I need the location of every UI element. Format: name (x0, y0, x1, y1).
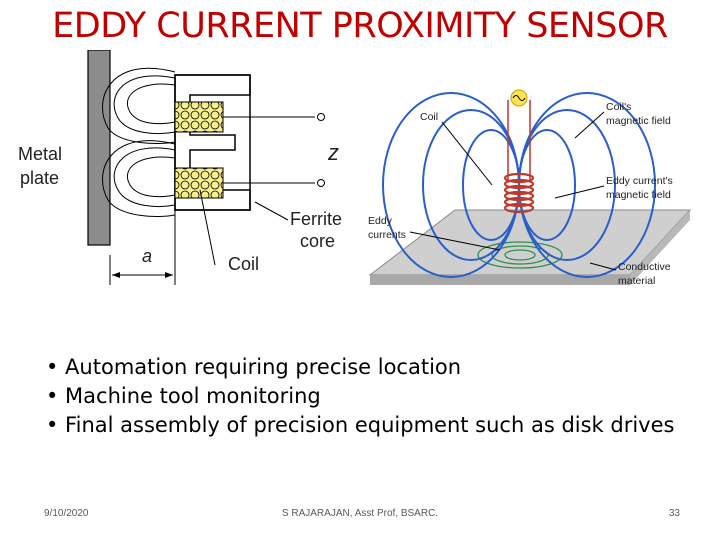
label-a: a (142, 246, 152, 266)
metal-plate (87, 49, 111, 246)
coil-turn (503, 196, 535, 208)
svg-text:currents: currents (368, 229, 406, 241)
svg-text:Coil: Coil (420, 111, 438, 123)
bullet-item: • Final assembly of precision equipment … (46, 413, 675, 437)
bullet-list: • Automation requiring precise location … (46, 353, 686, 440)
label-coil: Coil (228, 254, 259, 274)
coil-windings (503, 172, 535, 214)
coil-turn (503, 184, 535, 196)
bullet-item: • Machine tool monitoring (46, 384, 321, 408)
footer-date: 9/10/2020 (44, 508, 89, 519)
label-z: z (327, 140, 339, 165)
coil-turn (503, 202, 535, 214)
footer-page-number: 33 (668, 508, 680, 519)
footer-author: S RAJARAJAN, Asst Prof, BSARC. (281, 508, 439, 519)
coil-turn (503, 190, 535, 202)
sensor-schematic-figure: Metal plate z Ferrite core Coil a (10, 49, 355, 300)
label-plate: plate (20, 168, 59, 188)
label-metal: Metal (18, 144, 62, 164)
label-ferrite: Ferrite (290, 209, 342, 229)
bullet-item: • Automation requiring precise location (46, 355, 462, 379)
svg-text:material: material (618, 275, 655, 287)
label-core: core (300, 231, 335, 251)
coil-turn (503, 172, 535, 184)
coil-turn (503, 178, 535, 190)
svg-text:Eddy current's: Eddy current's (606, 175, 673, 187)
coil-winding-bottom (174, 167, 224, 199)
slide-title: EDDY CURRENT PROXIMITY SENSOR (52, 6, 668, 46)
svg-text:Conductive: Conductive (618, 261, 671, 273)
eddy-current-illustration: Coil Coil's magnetic field Eddy current'… (360, 80, 705, 300)
svg-text:Coil's: Coil's (606, 101, 631, 113)
svg-text:Eddy: Eddy (368, 215, 393, 227)
coil-winding-top (174, 101, 224, 133)
svg-text:magnetic field: magnetic field (606, 189, 671, 201)
svg-text:magnetic field: magnetic field (606, 115, 671, 127)
